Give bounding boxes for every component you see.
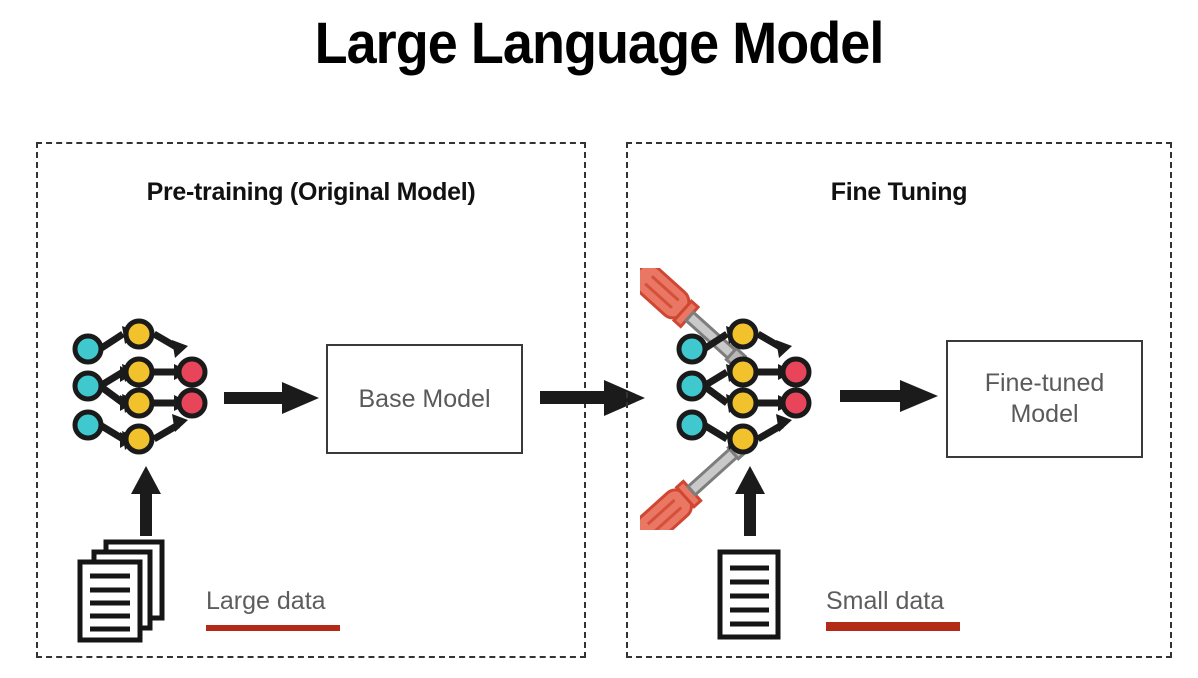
finetuned-model-box: Fine-tuned Model bbox=[946, 340, 1143, 458]
page-title: Large Language Model bbox=[314, 11, 885, 76]
small-data-underline bbox=[826, 622, 960, 631]
large-data-underline bbox=[206, 625, 340, 631]
node-hidden-3 bbox=[727, 423, 759, 455]
node-hidden-2 bbox=[123, 387, 155, 419]
finetuned-model-label-line2: Model bbox=[1010, 400, 1079, 428]
arrow-network-to-finetuned-model bbox=[840, 376, 938, 416]
node-hidden-2 bbox=[727, 387, 759, 419]
node-hidden-1 bbox=[727, 356, 759, 388]
document-icon bbox=[714, 548, 794, 643]
node-input-1 bbox=[676, 370, 708, 402]
node-output-0 bbox=[176, 356, 208, 388]
node-hidden-0 bbox=[727, 318, 759, 350]
node-hidden-3 bbox=[123, 423, 155, 455]
node-hidden-0 bbox=[123, 318, 155, 350]
node-hidden-1 bbox=[123, 356, 155, 388]
panel-title-finetuning: Fine Tuning bbox=[830, 178, 968, 206]
node-input-2 bbox=[676, 409, 708, 441]
panel-title-pretraining: Pre-training (Original Model) bbox=[146, 178, 476, 206]
large-data-label: Large data bbox=[206, 587, 326, 615]
arrow-large-data-to-network bbox=[126, 466, 166, 536]
node-input-0 bbox=[72, 333, 104, 365]
document-stack-icon bbox=[72, 538, 184, 643]
node-output-1 bbox=[780, 387, 812, 419]
base-model-box: Base Model bbox=[326, 344, 523, 454]
screwdriver-icon bbox=[631, 263, 770, 378]
node-output-0 bbox=[780, 356, 812, 388]
node-input-0 bbox=[676, 333, 708, 365]
panel-finetuning: Fine Tuning bbox=[626, 142, 1172, 658]
neural-network-diagram-pretraining bbox=[72, 318, 217, 457]
finetuned-model-label-line1: Fine-tuned bbox=[984, 369, 1105, 397]
node-input-1 bbox=[72, 370, 104, 402]
arrow-base-model-to-finetuning bbox=[540, 378, 645, 418]
node-input-2 bbox=[72, 409, 104, 441]
base-model-label: Base Model bbox=[358, 384, 491, 413]
node-output-1 bbox=[176, 387, 208, 419]
arrow-network-to-base-model bbox=[224, 378, 319, 418]
arrow-small-data-to-network bbox=[730, 466, 770, 536]
small-data-label: Small data bbox=[826, 587, 945, 615]
neural-network-diagram-finetuning bbox=[676, 318, 821, 457]
